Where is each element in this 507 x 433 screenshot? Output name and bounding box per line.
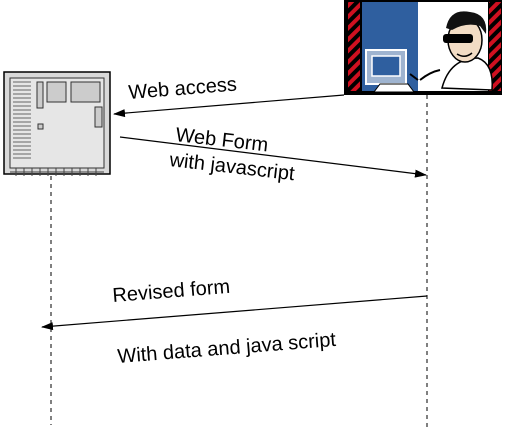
server-computer-icon [3,71,111,176]
revised-form-label-line2: With data and java script [117,329,337,368]
revised-form-arrow [41,295,428,331]
web-form-label-line2: with javascript [167,149,296,185]
web-form-arrow [119,136,427,178]
web-access-label: Web access [128,74,238,104]
revised-form-label-line1: Revised form [112,276,231,307]
web-access-arrow [113,94,345,118]
hacker-at-computer-icon [344,0,502,95]
